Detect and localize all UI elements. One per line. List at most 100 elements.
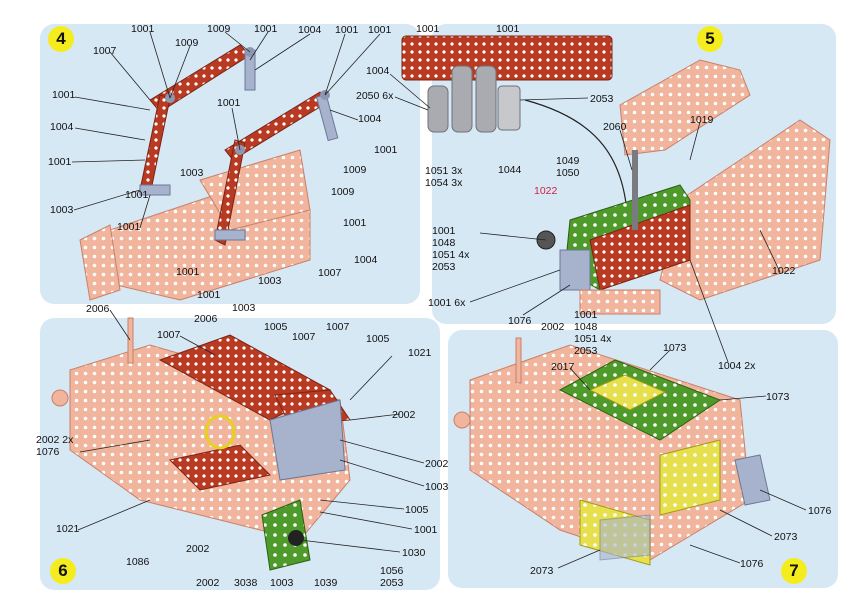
leader-line bbox=[719, 509, 773, 537]
leader-line bbox=[169, 45, 191, 99]
part-label: 1044 bbox=[498, 164, 522, 176]
part-label: 1007 bbox=[292, 331, 316, 343]
leader-lines bbox=[71, 31, 807, 569]
part-label: 1003 bbox=[180, 167, 204, 179]
part-label: 1001 bbox=[117, 221, 141, 233]
leader-line bbox=[349, 355, 393, 401]
part-label: 1001 bbox=[416, 23, 440, 35]
part-label: 1022 bbox=[772, 265, 796, 277]
part-label: 1004 bbox=[50, 121, 74, 133]
part-label: 1019 bbox=[690, 114, 714, 126]
part-label: 1021 bbox=[56, 523, 80, 535]
part-label: 1073 bbox=[663, 342, 687, 354]
leader-line bbox=[339, 459, 425, 487]
leader-line bbox=[689, 121, 701, 161]
leader-line bbox=[324, 33, 381, 96]
leader-line bbox=[557, 549, 601, 569]
part-label: 1003 bbox=[50, 204, 74, 216]
part-label: 1076 bbox=[508, 315, 532, 327]
part-label: 1086 bbox=[126, 556, 150, 568]
part-label: 1076 bbox=[36, 446, 60, 458]
part-label: 2060 bbox=[603, 121, 627, 133]
part-label: 2002 bbox=[425, 458, 449, 470]
part-label: 1056 bbox=[380, 565, 404, 577]
part-label: 1001 bbox=[414, 524, 438, 536]
part-label: 1001 bbox=[254, 23, 278, 35]
leader-line bbox=[249, 31, 269, 61]
leader-line bbox=[759, 229, 781, 273]
part-label: 2053 bbox=[380, 577, 404, 589]
part-label: 1039 bbox=[314, 577, 338, 589]
part-label: 2006 bbox=[194, 313, 218, 325]
part-label: 1001 6x bbox=[428, 297, 466, 309]
part-label: 1001 bbox=[217, 97, 241, 109]
part-label: 1001 bbox=[432, 225, 456, 237]
part-label: 1049 bbox=[556, 155, 580, 167]
leader-line bbox=[139, 194, 151, 229]
leader-line bbox=[569, 367, 591, 391]
part-label: 2073 bbox=[774, 531, 798, 543]
part-label: 2006 bbox=[86, 303, 110, 315]
part-label: 1005 bbox=[405, 504, 429, 516]
leader-line bbox=[149, 31, 171, 99]
part-label: 1048 bbox=[574, 321, 598, 333]
part-label: 1004 bbox=[354, 254, 378, 266]
leader-line bbox=[324, 33, 346, 96]
part-label: 1003 bbox=[258, 275, 282, 287]
leader-line bbox=[224, 31, 251, 53]
step-badge-6: 6 bbox=[50, 558, 76, 584]
part-label: 1001 bbox=[48, 156, 72, 168]
leader-line bbox=[319, 511, 413, 530]
part-label: 1004 bbox=[298, 24, 322, 36]
part-label: 2002 bbox=[196, 577, 220, 589]
leader-line bbox=[319, 499, 405, 510]
leader-line bbox=[394, 96, 429, 111]
part-label: 1007 bbox=[93, 45, 117, 57]
part-label: 1021 bbox=[408, 347, 432, 359]
part-label: 1030 bbox=[402, 547, 426, 559]
part-label: 1009 bbox=[207, 23, 231, 35]
part-label: 1007 bbox=[318, 267, 342, 279]
part-label: 1076 bbox=[740, 558, 764, 570]
leader-line bbox=[79, 439, 151, 453]
part-label: 1001 bbox=[197, 289, 221, 301]
part-label: 2002 bbox=[186, 543, 210, 555]
leader-line bbox=[109, 309, 131, 341]
step-5-model bbox=[401, 35, 831, 315]
part-label: 1005 bbox=[264, 321, 288, 333]
part-label: 1048 bbox=[432, 237, 456, 249]
leader-line bbox=[522, 284, 571, 316]
part-label: 2053 bbox=[432, 261, 456, 273]
step-6-model bbox=[51, 317, 351, 571]
leader-line bbox=[759, 489, 807, 511]
leader-line bbox=[329, 109, 359, 121]
part-label: 1001 bbox=[52, 89, 76, 101]
part-label: 1001 bbox=[343, 217, 367, 229]
leader-line bbox=[73, 189, 141, 211]
leader-line bbox=[649, 349, 671, 371]
leader-line bbox=[74, 127, 146, 141]
part-label: 1051 4x bbox=[574, 333, 612, 345]
part-label: 1003 bbox=[425, 481, 449, 493]
highlighted-part-label: 1022 bbox=[534, 185, 558, 197]
part-label: 1003 bbox=[232, 302, 256, 314]
leader-line bbox=[719, 395, 767, 401]
leader-line bbox=[254, 33, 311, 71]
leader-line bbox=[389, 73, 431, 109]
part-label: 1005 bbox=[366, 333, 390, 345]
part-label: 1001 bbox=[374, 144, 398, 156]
part-label: 2053 bbox=[574, 345, 598, 357]
part-label: 1073 bbox=[766, 391, 790, 403]
part-label: 2017 bbox=[551, 361, 575, 373]
leader-line bbox=[519, 97, 589, 101]
part-label: 3038 bbox=[234, 577, 258, 589]
part-label: 1054 3x bbox=[425, 177, 463, 189]
part-label: 1050 bbox=[556, 167, 580, 179]
step-7-model bbox=[453, 337, 771, 566]
part-label: 1001 bbox=[574, 309, 598, 321]
part-label: 2050 6x bbox=[356, 90, 394, 102]
leader-line bbox=[299, 539, 401, 553]
part-label: 1001 bbox=[176, 266, 200, 278]
part-label: 2002 bbox=[392, 409, 416, 421]
